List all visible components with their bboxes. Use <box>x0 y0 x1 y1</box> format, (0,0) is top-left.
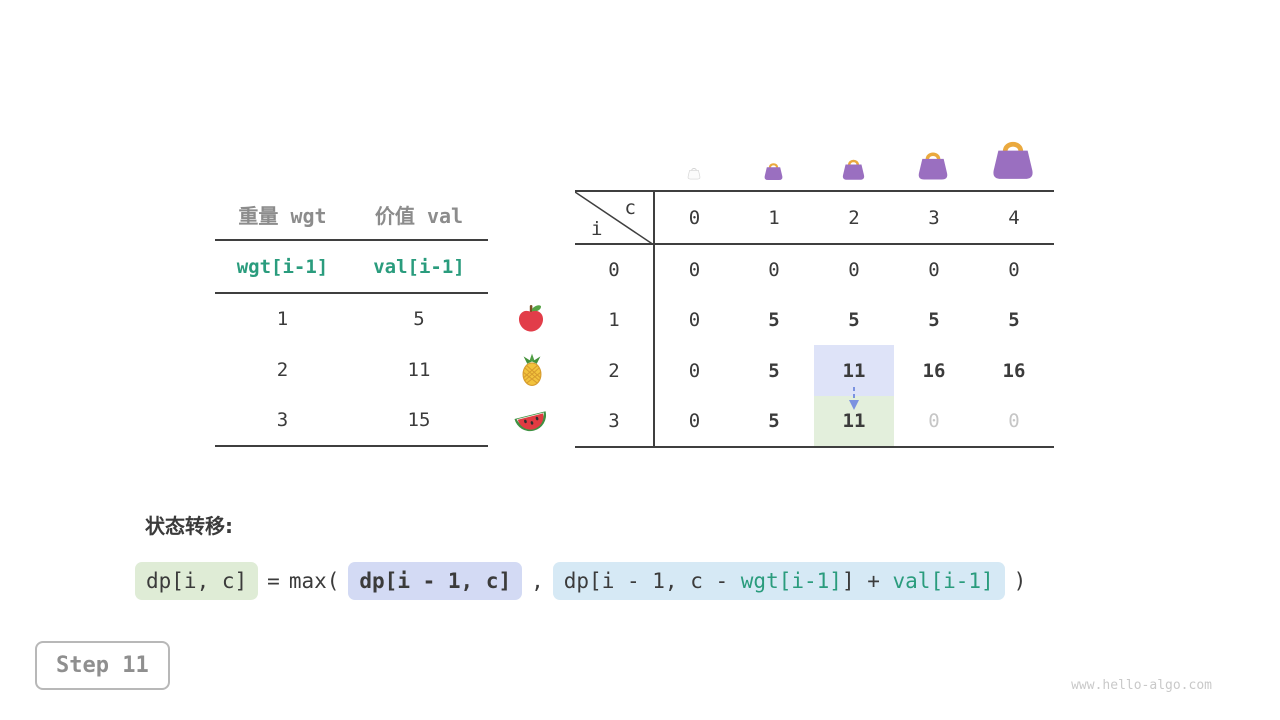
bag-large-icon <box>916 149 950 181</box>
dp-col-header: 2 <box>814 191 894 245</box>
bag-medium-icon <box>841 157 866 181</box>
dp-cell: 5 <box>768 359 780 382</box>
wv-var-val: val[i-1] <box>350 240 488 294</box>
dp-row-label: 2 <box>575 345 655 397</box>
formula-dp-skip-item: dp[i - 1, c] <box>348 562 523 600</box>
dp-formula: dp[i, c] = max( dp[i - 1, c] , dp[i - 1,… <box>135 559 1026 603</box>
dp-cell: 5 <box>768 309 780 332</box>
bag-ghost-icon <box>687 166 701 180</box>
wv-cell-wgt: 1 <box>276 308 289 330</box>
dp-cell: 5 <box>848 309 860 332</box>
dp-cell: 16 <box>1002 359 1026 382</box>
formula-val-ref: val[i-1] <box>892 569 994 593</box>
dp-col-var: c <box>624 197 636 219</box>
dp-cell: 0 <box>688 409 701 432</box>
formula-dp-take-item: dp[i - 1, c - wgt[i-1]] + val[i-1] <box>552 562 1005 600</box>
dp-cell: 0 <box>1008 258 1020 281</box>
dp-cell: 0 <box>768 258 780 281</box>
pineapple-icon <box>517 352 547 387</box>
transition-arrow-icon <box>846 386 862 411</box>
dp-cell: 0 <box>1008 409 1020 432</box>
wv-var-wgt: wgt[i-1] <box>215 240 350 294</box>
dp-row: 0 0 0 0 0 0 <box>575 244 1054 295</box>
formula-take-part: dp[i - 1, c - <box>563 569 741 593</box>
bag-xlarge-icon <box>990 137 1036 181</box>
formula-wgt-ref: wgt[i-1] <box>740 569 842 593</box>
wv-cell-val: 11 <box>407 358 431 381</box>
dp-col-header: 3 <box>894 191 974 245</box>
dp-row-label: 3 <box>575 396 655 447</box>
wv-var-row: wgt[i-1] val[i-1] <box>215 240 488 294</box>
dp-row-label: 1 <box>575 294 655 346</box>
comma-separator: , <box>531 569 544 593</box>
dp-corner-cell: c i <box>575 191 655 245</box>
dp-row: 1 0 5 5 5 5 <box>575 294 1054 346</box>
dp-col-header: 0 <box>654 191 734 245</box>
dp-cell: 5 <box>928 309 940 332</box>
dp-cell: 0 <box>928 409 940 432</box>
wv-header-value: 价值 val <box>350 190 488 241</box>
wv-data-row: 2 11 <box>215 344 488 395</box>
watermark: www.hello-algo.com <box>1071 678 1212 693</box>
apple-icon <box>515 302 547 334</box>
dp-cell: 16 <box>922 359 946 382</box>
dp-cell: 5 <box>1008 309 1020 332</box>
dp-cell: 0 <box>688 258 701 281</box>
wv-cell-wgt: 3 <box>215 395 350 447</box>
dp-col-header: 1 <box>734 191 814 245</box>
weight-value-table: 重量 wgt 价值 val wgt[i-1] val[i-1] 1 5 2 11… <box>215 190 488 447</box>
diagonal-line <box>575 192 654 245</box>
max-open-paren: max( <box>288 569 340 593</box>
formula-dp-current: dp[i, c] <box>135 562 259 600</box>
wv-cell-val: 15 <box>350 395 488 447</box>
wv-data-row: 1 5 <box>215 293 488 344</box>
wv-header-row: 重量 wgt 价值 val <box>215 190 488 241</box>
dp-cell: 0 <box>688 309 701 332</box>
dp-row-label: 0 <box>575 244 655 295</box>
wv-data-row: 3 15 <box>215 395 488 447</box>
state-transition-label: 状态转移: <box>145 514 233 538</box>
watermelon-icon <box>513 406 549 434</box>
dp-cell: 0 <box>928 258 940 281</box>
dp-row-var: i <box>591 218 603 240</box>
bag-small-icon <box>763 161 784 181</box>
close-paren: ) <box>1013 569 1027 593</box>
equals-sign: = <box>267 569 280 593</box>
dp-cell: 0 <box>688 359 701 382</box>
step-badge: Step 11 <box>35 641 170 690</box>
wv-cell-wgt: 2 <box>276 358 289 381</box>
dp-cell: 5 <box>768 409 780 432</box>
wv-header-weight: 重量 wgt <box>215 190 350 241</box>
dp-col-header: 4 <box>974 191 1054 245</box>
formula-take-part: ] + <box>841 569 893 593</box>
dp-cell: 0 <box>848 258 860 281</box>
wv-cell-val: 5 <box>413 308 425 330</box>
